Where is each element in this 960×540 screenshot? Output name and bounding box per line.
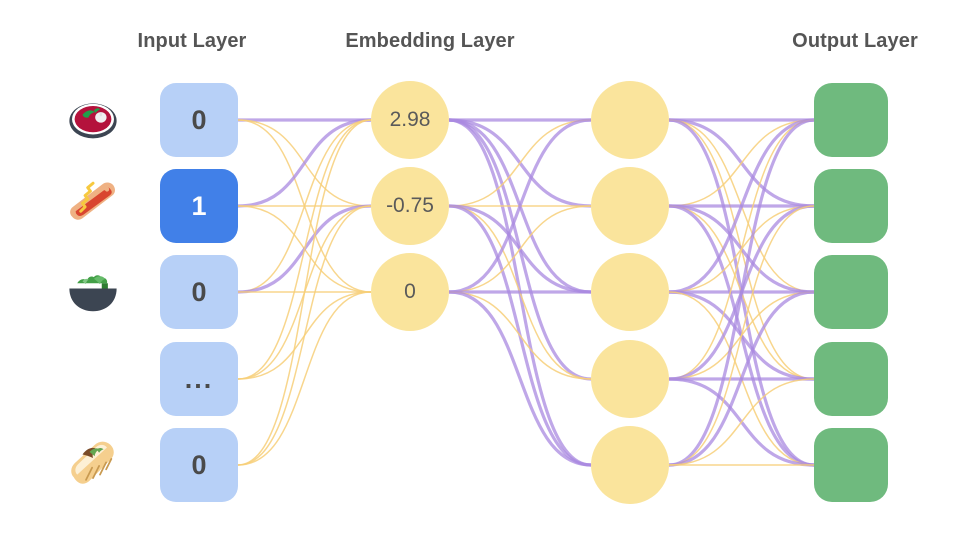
edge-purple: [668, 118, 815, 467]
edge-yellow: [237, 119, 372, 380]
edges-hidden-to-output: [668, 118, 815, 467]
edge-purple: [668, 204, 815, 294]
input-node-1[interactable]: 0: [160, 83, 238, 157]
edge-yellow: [668, 291, 815, 380]
input-node-2[interactable]: 1: [160, 169, 238, 243]
edge-purple: [448, 290, 592, 467]
edge-purple: [448, 118, 592, 208]
edge-yellow: [668, 291, 815, 466]
edge-yellow: [237, 119, 372, 466]
edge-purple: [448, 118, 592, 294]
edge-yellow: [668, 119, 815, 380]
edge-yellow: [448, 291, 592, 380]
edge-purple: [668, 118, 815, 294]
salad-icon: [65, 264, 121, 320]
edge-yellow: [237, 205, 372, 380]
edge-yellow: [668, 378, 815, 466]
edge-yellow: [237, 205, 372, 293]
edge-yellow: [668, 119, 815, 293]
embedding-node-3[interactable]: 0: [371, 253, 449, 331]
input-node-4[interactable]: ...: [160, 342, 238, 416]
edge-yellow: [668, 205, 815, 380]
edge-yellow: [237, 291, 372, 380]
layer-title-embedding: Embedding Layer: [345, 30, 515, 52]
edge-purple: [668, 204, 815, 467]
input-node-5[interactable]: 0: [160, 428, 238, 502]
embedding-node-value: 0: [404, 280, 416, 303]
hidden-node-5[interactable]: [591, 426, 669, 504]
hidden-node-3[interactable]: [591, 253, 669, 331]
hidden-node-2[interactable]: [591, 167, 669, 245]
edges-input-to-embedding: [237, 118, 372, 466]
embedding-node-1[interactable]: 2.98: [371, 81, 449, 159]
input-node-value: 0: [191, 104, 207, 135]
output-node-1[interactable]: [814, 83, 888, 157]
embedding-node-2[interactable]: -0.75: [371, 167, 449, 245]
edge-yellow: [668, 205, 815, 466]
edge-yellow: [668, 119, 815, 207]
edge-purple: [237, 118, 372, 208]
edge-purple: [237, 204, 372, 294]
embedding-node-value: 2.98: [389, 108, 431, 131]
burrito-icon: [65, 437, 121, 493]
edge-yellow: [237, 119, 372, 293]
output-node-5[interactable]: [814, 428, 888, 502]
hidden-node-4[interactable]: [591, 340, 669, 418]
embedding-node-value: -0.75: [386, 194, 434, 217]
edge-yellow: [237, 119, 372, 207]
input-node-value: 1: [191, 190, 207, 221]
edge-purple: [448, 204, 592, 467]
layer-title-input: Input Layer: [137, 30, 247, 52]
output-node-3[interactable]: [814, 255, 888, 329]
edge-yellow: [448, 205, 592, 380]
hidden-node-1[interactable]: [591, 81, 669, 159]
edge-purple: [668, 118, 815, 467]
input-node-value: 0: [191, 449, 207, 480]
input-node-value: ...: [184, 363, 214, 394]
edge-yellow: [448, 205, 592, 293]
edge-purple: [668, 377, 815, 467]
output-node-4[interactable]: [814, 342, 888, 416]
edge-yellow: [237, 291, 372, 466]
layer-title-output: Output Layer: [792, 30, 918, 52]
steak-icon: [65, 92, 121, 148]
edge-purple: [448, 204, 592, 294]
edge-purple: [448, 118, 592, 381]
edge-purple: [668, 290, 815, 467]
output-node-2[interactable]: [814, 169, 888, 243]
edge-purple: [668, 290, 815, 381]
input-node-3[interactable]: 0: [160, 255, 238, 329]
edge-purple: [668, 204, 815, 381]
edge-purple: [448, 118, 592, 467]
edge-yellow: [237, 205, 372, 466]
edge-purple: [668, 118, 815, 208]
edge-yellow: [668, 205, 815, 293]
edge-purple: [448, 118, 592, 294]
edge-yellow: [237, 119, 372, 293]
edges-embedding-to-hidden: [448, 118, 592, 467]
input-node-value: 0: [191, 276, 207, 307]
edge-yellow: [448, 119, 592, 207]
hot-dog-icon: [65, 178, 121, 234]
edge-yellow: [668, 119, 815, 380]
